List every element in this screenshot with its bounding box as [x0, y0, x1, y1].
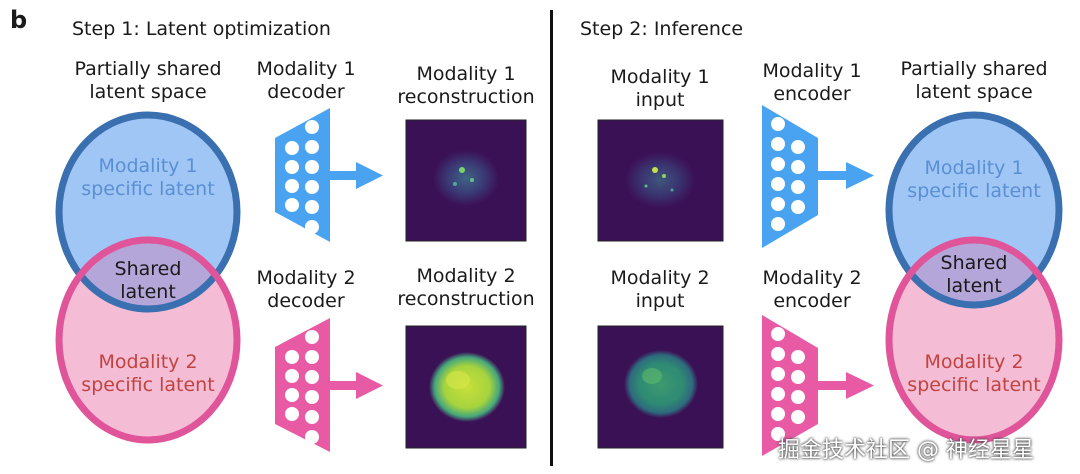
encoder1-network-icon — [762, 105, 818, 248]
watermark-text: 掘金技术社区 @ 神经星星 — [778, 438, 1034, 463]
recon2-label: Modality 2 reconstruction — [397, 265, 535, 310]
step-divider — [550, 10, 553, 466]
decoder1-label: Modality 1 decoder — [256, 58, 356, 103]
step2-latent-space — [885, 111, 1063, 444]
step1-modality2-specific-label: Modality 2 specific latent — [81, 351, 215, 396]
modality1-reconstruction-image — [405, 119, 527, 242]
step1-latent-space — [55, 111, 241, 444]
step1-latent-space-label: Partially shared latent space — [74, 58, 222, 103]
step1-title: Step 1: Latent optimization — [72, 18, 331, 40]
step1-modality1-specific-label: Modality 1 specific latent — [81, 155, 215, 200]
step2-title: Step 2: Inference — [580, 18, 744, 40]
input2-label: Modality 2 input — [610, 267, 710, 312]
decoder2-label: Modality 2 decoder — [256, 267, 356, 312]
step2-modality1-specific-label: Modality 1 specific latent — [907, 157, 1041, 202]
decoder1-arrow-icon — [330, 162, 383, 189]
modality2-input-image — [597, 325, 724, 449]
recon1-label: Modality 1 reconstruction — [397, 63, 535, 108]
input1-label: Modality 1 input — [610, 66, 710, 111]
decoder1-network-icon — [275, 108, 330, 242]
step1-modality1-ring — [55, 111, 241, 313]
modality1-input-image — [597, 119, 724, 242]
encoder1-arrow-icon — [818, 162, 874, 189]
panel-letter: b — [10, 6, 28, 34]
step2-latent-space-label: Partially shared latent space — [900, 58, 1048, 103]
step1-modality2-ring — [55, 236, 241, 444]
encoder1-label: Modality 1 encoder — [762, 60, 862, 105]
decoder2-network-icon — [275, 318, 330, 452]
step1-shared-overlap — [59, 240, 237, 309]
encoder2-label: Modality 2 encoder — [762, 267, 862, 312]
step2-modality1-ring — [885, 111, 1063, 309]
step2-modality2-specific-label: Modality 2 specific latent — [907, 351, 1041, 396]
step2-shared-label: Shared latent — [940, 252, 1008, 297]
encoder2-network-icon — [762, 315, 818, 456]
encoder2-arrow-icon — [818, 372, 874, 399]
modality2-reconstruction-image — [405, 325, 527, 449]
step2-modality2-ring — [885, 236, 1063, 444]
step1-shared-label: Shared latent — [114, 258, 182, 303]
decoder2-arrow-icon — [330, 372, 383, 399]
